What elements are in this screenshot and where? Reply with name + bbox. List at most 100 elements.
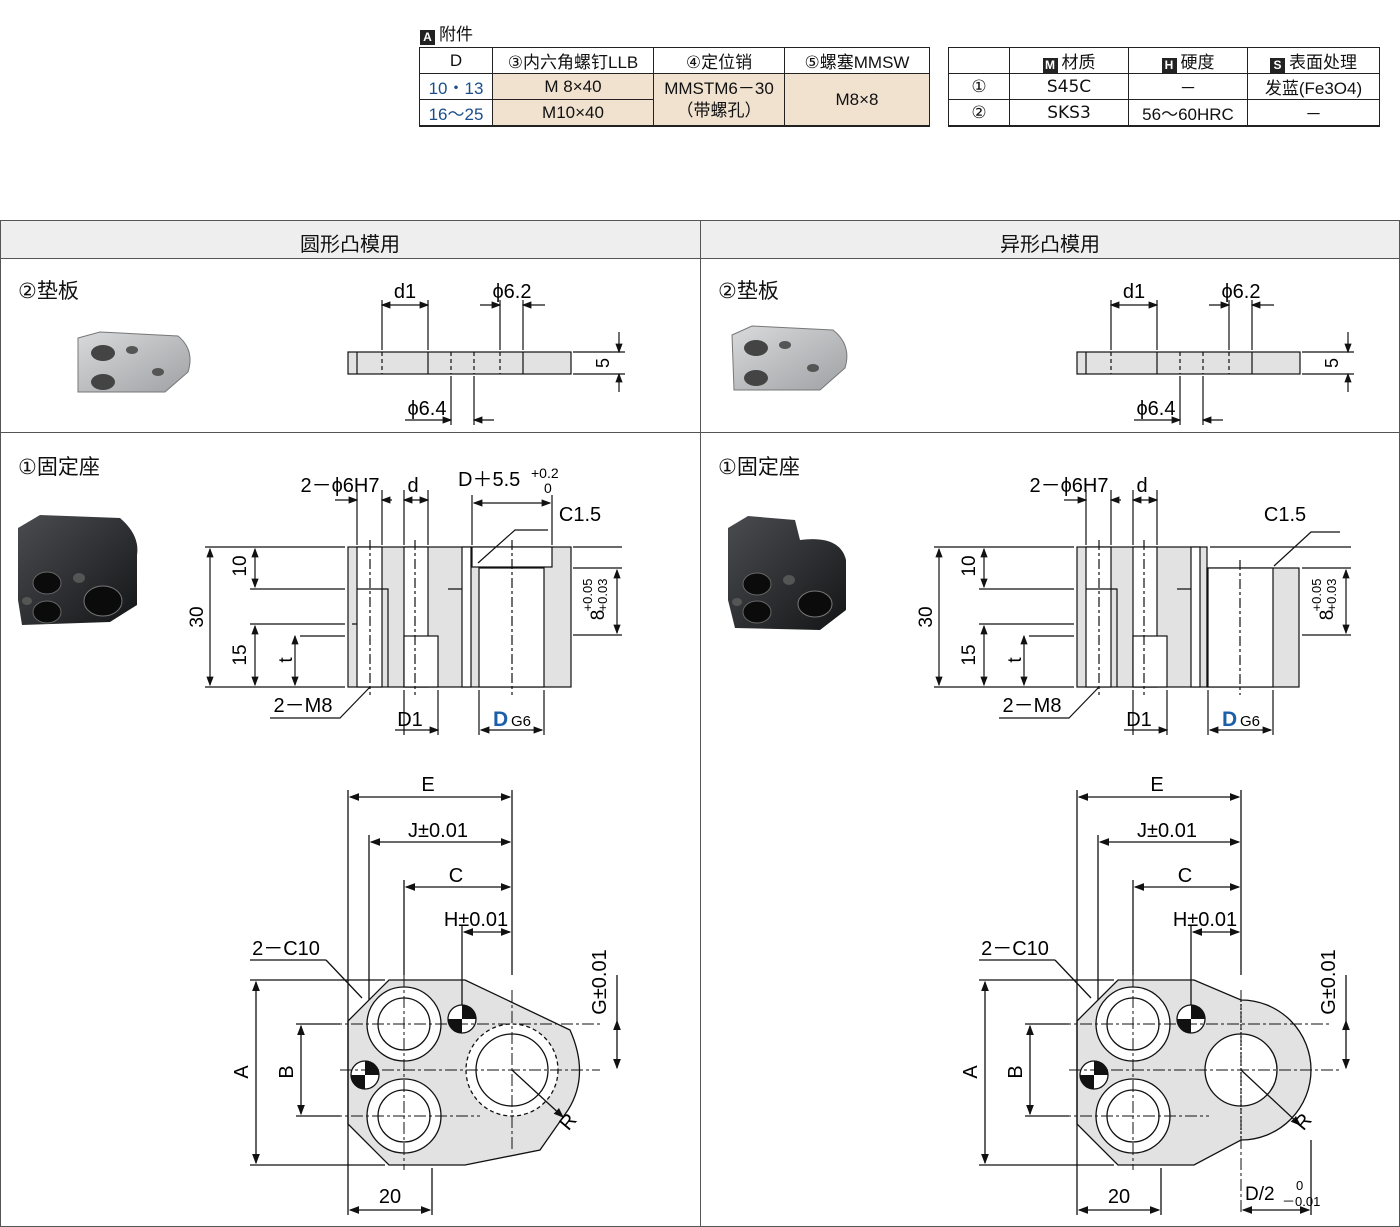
backing-plate-photo <box>77 331 191 393</box>
dim-G-label: G±0.01 <box>1318 949 1340 1014</box>
accessories-table: D ③内六角螺钉LLB ④定位销 ⑤螺塞MMSW 10・13 M 8×40 MM… <box>419 47 930 127</box>
fixing-seat-label: ①固定座 <box>18 456 100 479</box>
backing-plate-side <box>1076 300 1354 425</box>
pin-line1: MMSTM6－30 <box>664 78 774 98</box>
accessories-title-text: 附件 <box>439 25 473 44</box>
pin-line2: （带螺孔） <box>676 100 762 120</box>
surface-label: 表面处理 <box>1289 53 1357 72</box>
dim-pinhole-label: 2－ϕ6H7 <box>300 475 379 497</box>
cell-d: 16～25 <box>419 99 493 127</box>
dim-fifteen-label: 15 <box>959 644 980 665</box>
dim-A-label: A <box>960 1065 982 1079</box>
dim-thirty-label: 30 <box>916 606 937 627</box>
dim-eight-tol-up: +0.05 <box>1309 579 1324 612</box>
left-panel-title: 圆形凸模用 <box>300 234 400 256</box>
dim-DG6-sub: G6 <box>511 713 531 730</box>
dim-five-label: 5 <box>593 358 613 368</box>
material-label: 材质 <box>1061 53 1096 72</box>
cell-hardness: 56～60HRC <box>1128 99 1248 127</box>
dim-B-label: B <box>1005 1065 1027 1078</box>
dim-DG6-D: D <box>1222 708 1237 731</box>
dim-DG6-sub: G6 <box>1240 713 1260 730</box>
fixing-seat-label: ①固定座 <box>718 456 800 479</box>
dim-D1-label: D1 <box>397 709 423 731</box>
dim-H-label: H±0.01 <box>1173 909 1237 931</box>
panel-divider <box>700 221 701 1226</box>
dim-twenty-label: 20 <box>379 1186 401 1208</box>
cell-surface: 发蓝(Fe3O4) <box>1247 73 1380 100</box>
cell-material: S45C <box>1009 73 1129 100</box>
dim-DG6-D: D <box>493 708 508 731</box>
dim-c10-label: 2－C10 <box>981 938 1049 960</box>
dim-eight-label: 8 <box>588 610 609 621</box>
dim-dplus-tol-up: +0.2 <box>531 465 559 481</box>
dim-E-label: E <box>1150 774 1163 796</box>
dim-J-label: J±0.01 <box>1137 820 1197 842</box>
right-drawings: d1 ϕ6.2 ϕ6.4 5 <box>728 281 1354 1215</box>
dim-dhalf-label: D/2 <box>1245 1184 1275 1205</box>
left-drawings: d1 ϕ6.2 ϕ6.4 5 <box>18 281 625 1215</box>
dim-d-label: d <box>1136 475 1147 497</box>
dim-d1-label: d1 <box>394 281 416 303</box>
col-pin: ④定位销 <box>653 47 785 74</box>
dim-thirty-label: 30 <box>187 606 208 627</box>
tag-m: M <box>1042 58 1058 73</box>
dim-c15-label: C1.5 <box>559 504 601 526</box>
fixing-seat-section <box>205 490 622 735</box>
dim-dplus-label: D＋5.5 <box>458 469 520 491</box>
dim-E-label: E <box>421 774 434 796</box>
dim-m8-label: 2－M8 <box>1003 695 1062 717</box>
col-screw: ③内六角螺钉LLB <box>492 47 654 74</box>
fixing-seat-photo <box>18 515 138 625</box>
cell-surface: － <box>1247 99 1380 127</box>
dim-t-label: t <box>276 657 297 663</box>
hardness-label: 硬度 <box>1180 53 1215 72</box>
fixing-seat-photo <box>728 516 846 630</box>
dim-B-label: B <box>276 1065 298 1078</box>
fixing-seat-section <box>934 490 1351 735</box>
dim-dhalf-tol-up: 0 <box>1296 1178 1303 1193</box>
dim-J-label: J±0.01 <box>408 820 468 842</box>
dim-phi64-label: ϕ6.4 <box>407 398 446 420</box>
dim-c10-label: 2－C10 <box>252 938 320 960</box>
dim-eight-label: 8 <box>1317 610 1338 621</box>
tag-h: H <box>1161 58 1177 73</box>
fixing-seat-top-view <box>979 790 1350 1215</box>
dim-eight-tol-low: +0.03 <box>1324 579 1339 612</box>
col-no <box>948 47 1010 74</box>
dim-D1-label: D1 <box>1126 709 1152 731</box>
dim-phi62-label: ϕ6.2 <box>492 281 531 303</box>
dim-five-label: 5 <box>1322 358 1342 368</box>
backing-plate-photo <box>731 325 848 391</box>
dim-m8-label: 2－M8 <box>274 695 333 717</box>
dim-C-label: C <box>449 865 463 887</box>
dim-pinhole-label: 2－ϕ6H7 <box>1029 475 1108 497</box>
backing-plate-label: ②垫板 <box>18 280 79 303</box>
right-panel-title: 异形凸模用 <box>1000 234 1100 256</box>
dim-phi64-label: ϕ6.4 <box>1136 398 1175 420</box>
col-plug: ⑤螺塞MMSW <box>784 47 930 74</box>
dim-fifteen-label: 15 <box>230 644 251 665</box>
dim-eight-tol-up: +0.05 <box>580 579 595 612</box>
cell-material: SKS3 <box>1009 99 1129 127</box>
cell-hardness: － <box>1128 73 1248 100</box>
cell-screw: M 8×40 <box>492 73 654 100</box>
backing-plate-side <box>347 300 625 425</box>
dim-dhalf-tol-low: －0.01 <box>1282 1194 1320 1209</box>
tag-s: S <box>1270 58 1285 73</box>
dim-d-label: d <box>407 475 418 497</box>
dim-d1-label: d1 <box>1123 281 1145 303</box>
cell-no: ② <box>948 99 1010 127</box>
col-surface: S 表面处理 <box>1247 47 1380 74</box>
backing-plate-label: ②垫板 <box>718 280 779 303</box>
dim-eight-tol-low: +0.03 <box>595 579 610 612</box>
dim-C-label: C <box>1178 865 1192 887</box>
row-divider <box>1 432 1399 433</box>
dim-A-label: A <box>231 1065 253 1079</box>
dim-G-label: G±0.01 <box>589 949 611 1014</box>
cell-plug: M8×8 <box>784 73 930 127</box>
dim-twenty-label: 20 <box>1108 1186 1130 1208</box>
